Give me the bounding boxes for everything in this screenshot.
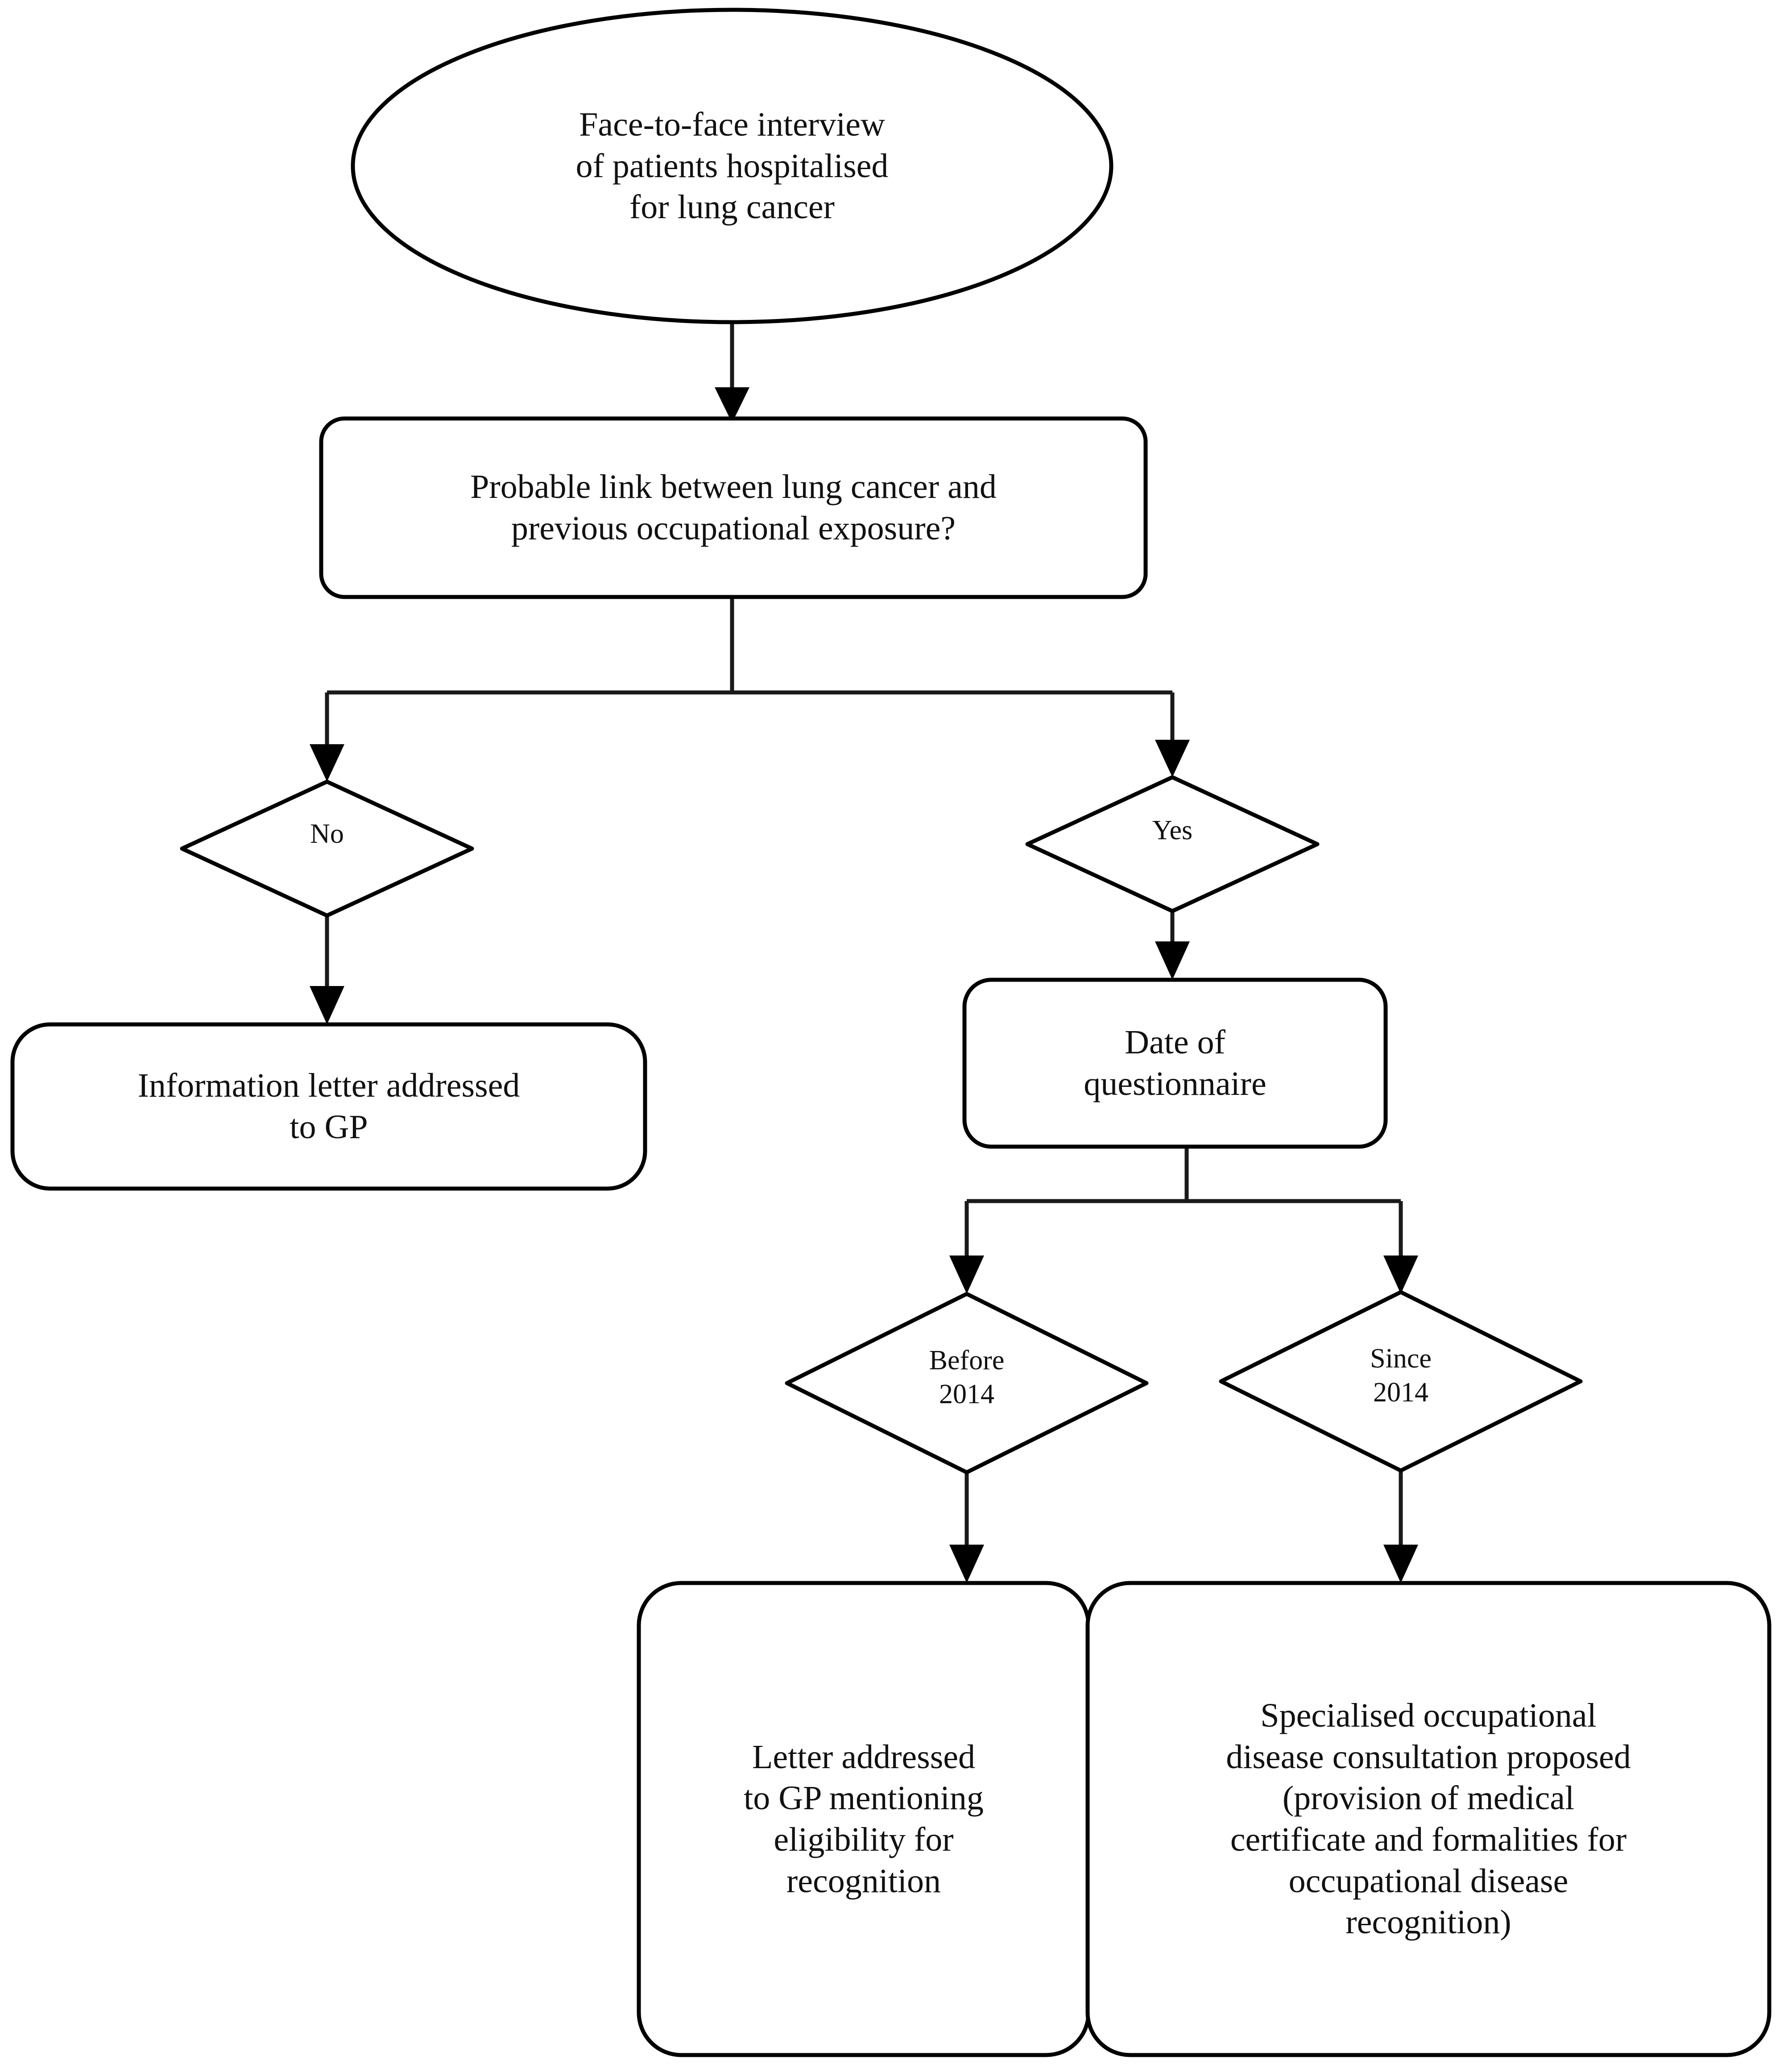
- edge-no-to-info-letter: [310, 916, 344, 1024]
- node-info-letter-gp[interactable]: [10, 1022, 647, 1191]
- node-answer-yes[interactable]: [1025, 775, 1320, 913]
- node-since-2014[interactable]: [1219, 1290, 1583, 1473]
- edge-probable-link-to-yes: [1155, 692, 1190, 777]
- node-letter-eligibility[interactable]: [637, 1581, 1091, 2057]
- edge-date-questionnaire-split: [967, 1147, 1401, 1203]
- edge-before-2014-to-letter: [949, 1472, 984, 1583]
- edge-date-to-since-2014: [1383, 1201, 1418, 1294]
- node-probable-link[interactable]: [319, 416, 1148, 599]
- edge-date-to-before-2014: [949, 1201, 984, 1294]
- edge-probable-link-split: [327, 598, 1172, 695]
- edge-probable-link-to-no: [310, 692, 344, 782]
- node-before-2014[interactable]: [785, 1292, 1149, 1475]
- edge-yes-to-date-questionnaire: [1155, 911, 1190, 980]
- node-answer-no[interactable]: [180, 779, 474, 918]
- node-start-interview[interactable]: [351, 8, 1113, 324]
- edge-since-2014-to-specialised: [1383, 1471, 1418, 1583]
- edge-start-to-probable-link: [715, 320, 749, 423]
- node-date-questionnaire[interactable]: [962, 978, 1388, 1149]
- node-specialised-consultation[interactable]: [1085, 1581, 1771, 2057]
